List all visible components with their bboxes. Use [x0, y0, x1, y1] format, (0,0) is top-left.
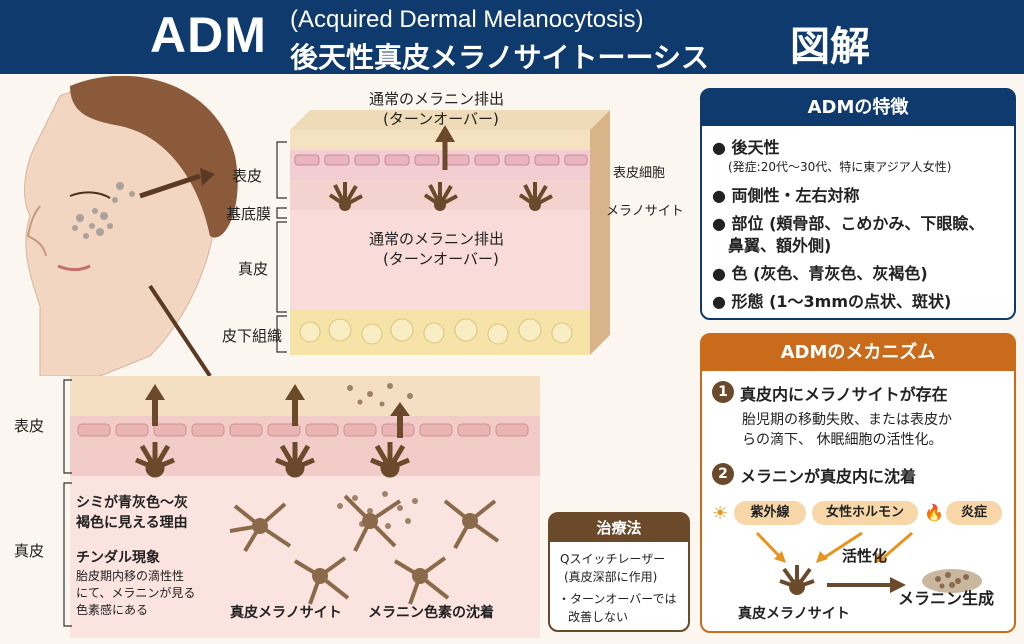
- layer-subcutaneous: 皮下組織: [222, 327, 283, 345]
- top-excretion-label: 通常のメラニン排出: [369, 90, 505, 108]
- sun-icon: ☀: [712, 503, 729, 524]
- feature-item-2: ● 両側性・左右対称: [712, 186, 860, 205]
- bottom-epidermal-melanocytes: [135, 442, 410, 478]
- feature-1-sub: (発症:20代〜30代、特に東アジア人女性): [728, 160, 952, 174]
- mechanism-flow: [755, 531, 982, 595]
- layer-basement-membrane: 基底膜: [226, 205, 272, 223]
- melanin-deposit-label: メラニン色素の沈着: [368, 605, 494, 621]
- step1-desc-1: 胎児期の移動失敗、または表皮か: [742, 412, 952, 428]
- dermal-melanocyte-label: 真皮メラノサイト: [230, 605, 342, 621]
- treatment-panel: 治療法 Qスイッチレーザー (真皮深部に作用) ・ターンオーバーでは 改善しない: [548, 512, 690, 632]
- factor-inflammation: 炎症: [946, 501, 1002, 525]
- feature-2-main: 両側性・左右対称: [731, 186, 860, 205]
- tyndall-desc-1: 胎皮期内移の滴性性: [76, 569, 185, 583]
- bottom-skin-diagram: [70, 376, 540, 638]
- treatment-title: 治療法: [550, 514, 688, 542]
- mechanism-title: ADMのメカニズム: [702, 335, 1014, 371]
- feature-item-4: ● 色 (灰色、青灰色、灰褐色): [712, 264, 928, 283]
- title-english: (Acquired Dermal Melanocytosis): [290, 6, 644, 33]
- feature-3-main: 部位 (頬骨部、こめかみ、下眼瞼、: [731, 214, 985, 233]
- step1-number: 1: [712, 381, 734, 403]
- step2-number: 2: [712, 463, 734, 485]
- factor-uv: 紫外線: [734, 501, 806, 525]
- reason-title-1: シミが青灰色〜灰: [76, 495, 188, 511]
- features-title: ADMの特徴: [702, 90, 1014, 126]
- feature-5-main: 形態 (1〜3mmの点状、斑状): [731, 292, 952, 311]
- reason-title-2: 褐色に見える理由: [76, 515, 188, 531]
- pigment-spots: [72, 182, 135, 239]
- title-zukai: 図解: [790, 24, 870, 70]
- bottom-layer-dermis: 真皮: [14, 542, 45, 560]
- treatment-line-1: Qスイッチレーザー: [560, 552, 666, 566]
- features-panel: ADMの特徴 ● 後天性 (発症:20代〜30代、特に東アジア人女性) ● 両側…: [700, 88, 1016, 320]
- bottom-layer-epidermis: 表皮: [14, 417, 45, 435]
- top-skin-diagram: [290, 110, 610, 355]
- layer-epidermis: 表皮: [232, 167, 263, 185]
- label-epidermal-cell: 表皮細胞: [613, 166, 666, 181]
- bottom-brackets: [63, 379, 72, 627]
- tyndall-title: チンダル現象: [76, 550, 160, 566]
- tyndall-desc-3: 色素感にある: [76, 603, 149, 617]
- title-adm: ADM: [150, 7, 267, 63]
- feature-3-sub: 鼻翼、額外側): [728, 236, 832, 255]
- bottom-arrows: [145, 384, 410, 438]
- treatment-line-4: 改善しない: [568, 610, 629, 624]
- top-excretion-sub: (ターンオーバー): [383, 110, 499, 128]
- treatment-line-2: (真皮深部に作用): [564, 570, 658, 584]
- flame-icon: 🔥: [924, 503, 944, 522]
- feature-item-3: ● 部位 (頬骨部、こめかみ、下眼瞼、: [712, 214, 985, 233]
- feature-1-main: 後天性: [731, 138, 780, 157]
- factor-hormone: 女性ホルモン: [812, 501, 918, 525]
- mechanism-panel: ADMのメカニズム 1 真皮内にメラノサイトが存在 胎児期の移動失敗、または表皮…: [700, 333, 1016, 633]
- layer-dermis: 真皮: [238, 260, 269, 278]
- feature-item-1: ● 後天性: [712, 138, 780, 157]
- feature-4-main: 色 (灰色、青灰色、灰褐色): [731, 264, 928, 283]
- tyndall-desc-2: にて、メラニンが見る: [76, 586, 196, 600]
- face-illustration: [24, 76, 238, 376]
- title-japanese: 後天性真皮メラノサイトーーシス: [290, 41, 709, 74]
- mechanism-melanocyte-label: 真皮メラノサイト: [738, 606, 850, 622]
- step2-title: メラニンが真皮内に沈着: [740, 467, 917, 486]
- mid-excretion-sub: (ターンオーバー): [383, 250, 499, 268]
- melanin-production-label: メラニン生成: [898, 589, 995, 608]
- dermal-melanocytes: [229, 494, 500, 605]
- activation-label: 活性化: [842, 547, 888, 565]
- treatment-line-3: ・ターンオーバーでは: [558, 592, 677, 606]
- top-melanocytes: [328, 182, 553, 211]
- feature-item-5: ● 形態 (1〜3mmの点状、斑状): [712, 292, 952, 311]
- header-banner: ADM (Acquired Dermal Melanocytosis) 後天性真…: [0, 0, 1024, 74]
- step1-desc-2: らの滴下、 休眠細胞の活性化。: [742, 432, 943, 448]
- mid-excretion-label: 通常のメラニン排出: [369, 230, 505, 248]
- label-melanocyte: メラノサイト: [606, 204, 684, 219]
- layer-brackets: [276, 141, 287, 353]
- step1-title: 真皮内にメラノサイトが存在: [740, 385, 948, 404]
